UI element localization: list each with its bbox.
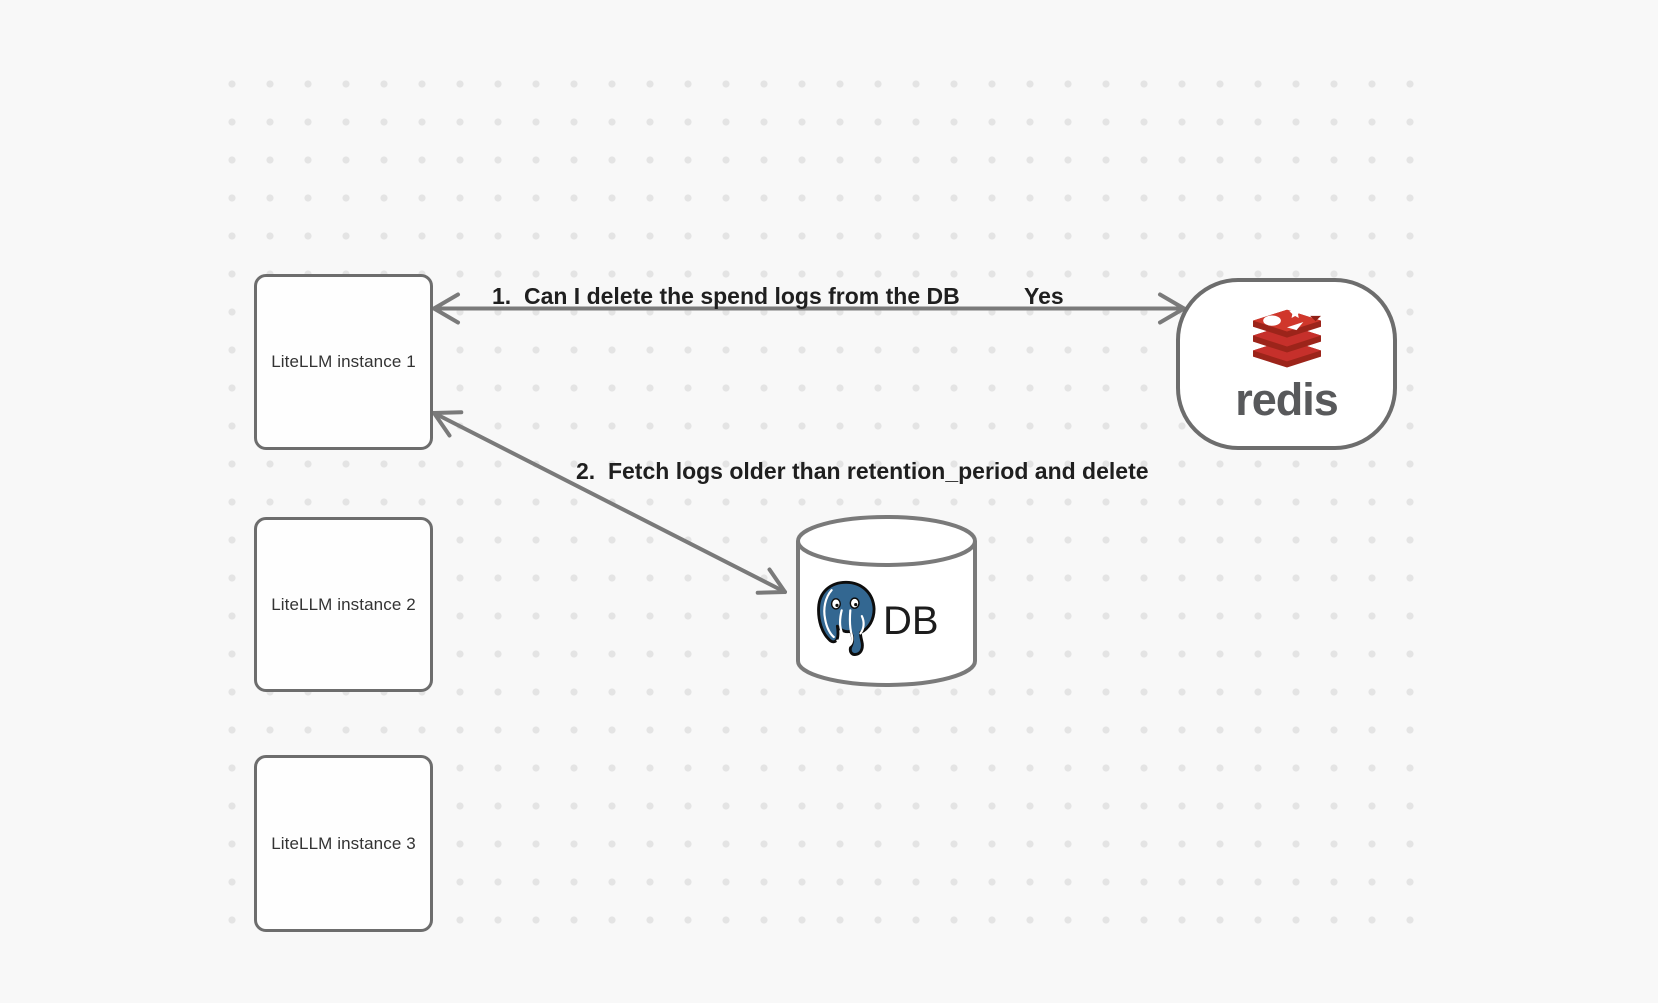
- redis-wordmark: redis: [1235, 373, 1339, 425]
- edge1-response-label[interactable]: Yes: [1024, 283, 1064, 309]
- edge2-label[interactable]: 2. Fetch logs older than retention_perio…: [576, 458, 1149, 484]
- node-litellm-instance-3[interactable]: LiteLLM instance 3: [254, 755, 433, 932]
- postgresql-elephant-icon: [817, 580, 876, 656]
- database-label: DB: [883, 599, 939, 643]
- edge1-label[interactable]: 1. Can I delete the spend logs from the …: [492, 283, 960, 309]
- node-label: LiteLLM instance 3: [271, 833, 416, 853]
- database-cylinder[interactable]: [796, 515, 977, 687]
- node-litellm-instance-2[interactable]: LiteLLM instance 2: [254, 517, 433, 692]
- node-label: LiteLLM instance 2: [271, 594, 416, 614]
- edge2-arrow[interactable]: [432, 410, 787, 595]
- node-redis[interactable]: redis: [1176, 278, 1397, 450]
- node-litellm-instance-1[interactable]: LiteLLM instance 1: [254, 274, 433, 450]
- node-label: LiteLLM instance 1: [271, 352, 416, 371]
- redis-logo-icon: [1252, 306, 1321, 368]
